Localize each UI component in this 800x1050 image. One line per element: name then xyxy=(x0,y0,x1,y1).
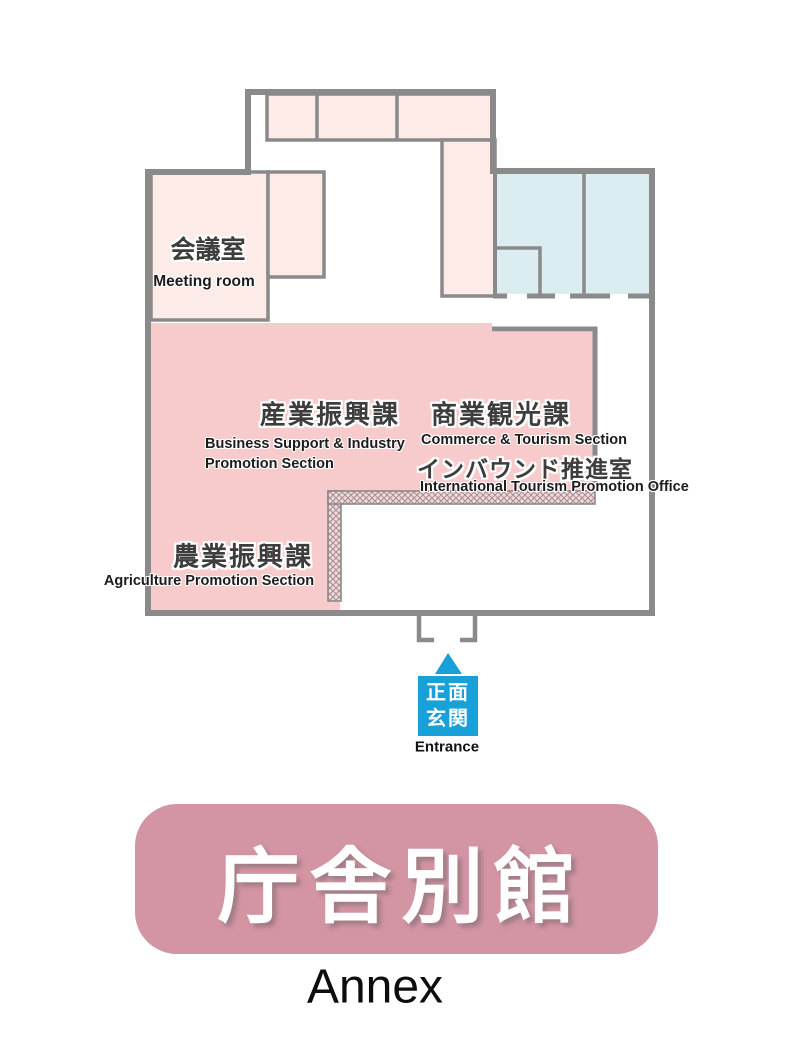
entrance-caption: Entrance xyxy=(414,738,480,756)
meeting-room-label-en: Meeting room xyxy=(153,273,255,290)
industry-section-label-en: Business Support & Industry Promotion Se… xyxy=(205,436,405,472)
office-area-shape xyxy=(151,323,594,610)
inbound-office-label-en: International Tourism Promotion Office xyxy=(420,479,689,495)
meeting-room-shape xyxy=(149,170,270,322)
counter-hatch-vertical xyxy=(327,490,342,602)
counter-hatch-horizontal xyxy=(327,490,596,505)
building-name-ja: 庁舎別館 xyxy=(217,841,586,933)
commerce-section-label-en: Commerce & Tourism Section xyxy=(421,432,628,448)
building-name-banner: 庁舎別館 xyxy=(135,804,658,954)
industry-section-label-ja: 産業振興課 xyxy=(259,399,401,430)
commerce-section-label-ja: 商業観光課 xyxy=(430,399,572,430)
meeting-side-room-shape xyxy=(266,170,326,279)
vestibule-left-wall xyxy=(416,614,434,643)
vertical-room-shape xyxy=(440,138,497,298)
building-name-en: Annex xyxy=(306,960,444,1014)
blue-subroom-walls xyxy=(497,246,542,294)
entrance-arrow-icon xyxy=(435,653,462,674)
floorplan-canvas xyxy=(145,89,655,674)
building-outline xyxy=(145,89,655,616)
inbound-office-label-ja: インバウンド推進室 xyxy=(417,456,633,482)
agriculture-section-label-ja: 農業振興課 xyxy=(172,541,314,572)
office-right-section-wall xyxy=(492,326,598,491)
entrance-sign: 正面 玄関 xyxy=(418,676,478,736)
blue-rooms-shape xyxy=(497,173,649,294)
agriculture-section-label-en: Agriculture Promotion Section xyxy=(103,573,315,589)
vestibule-right-wall xyxy=(460,614,478,643)
meeting-room-label-ja: 会議室 xyxy=(170,236,246,264)
top-rooms-shape xyxy=(265,92,495,142)
